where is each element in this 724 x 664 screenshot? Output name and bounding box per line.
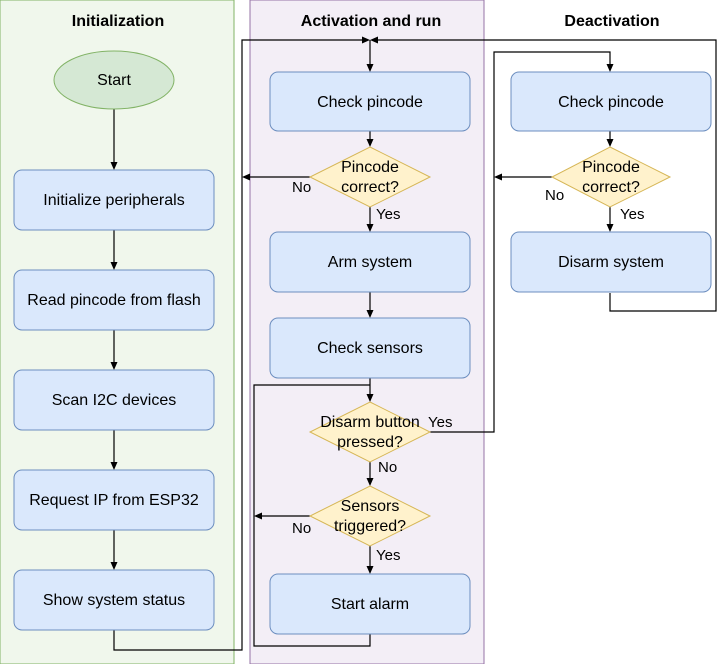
show-status-label: Show system status <box>43 592 185 609</box>
check-pincode-run-box: Check pincode <box>269 71 471 132</box>
disarm-system-box: Disarm system <box>510 231 712 293</box>
check-pincode-deact-box: Check pincode <box>510 71 712 132</box>
initialize-peripherals-box: Initialize peripherals <box>13 169 215 231</box>
sensors-triggered-decision: Sensors triggered? <box>308 485 432 547</box>
start-node: Start <box>53 50 175 110</box>
lane-initialization <box>0 0 235 664</box>
request-ip-label: Request IP from ESP32 <box>29 492 199 509</box>
edge-label-disarm-yes: Yes <box>428 414 452 431</box>
start-label: Start <box>97 72 131 89</box>
check-pincode-run-label: Check pincode <box>317 94 423 111</box>
connectors <box>110 36 717 651</box>
edge-label-pincode-deact-yes: Yes <box>620 206 644 223</box>
pincode-correct-deact-line2: correct? <box>582 179 640 196</box>
start-alarm-label: Start alarm <box>331 596 409 613</box>
pincode-correct-run-line2: correct? <box>341 179 399 196</box>
check-sensors-label: Check sensors <box>317 340 423 357</box>
arm-system-label: Arm system <box>328 254 412 271</box>
pincode-correct-deact-line1: Pincode <box>582 159 640 176</box>
request-ip-box: Request IP from ESP32 <box>13 469 215 531</box>
arm-system-box: Arm system <box>269 231 471 293</box>
sensors-triggered-line2: triggered? <box>334 518 406 535</box>
edge-label-pincode-deact-no: No <box>545 187 564 204</box>
pincode-correct-run-line1: Pincode <box>341 159 399 176</box>
lane-title-deactivation: Deactivation <box>564 13 659 30</box>
disarm-system-label: Disarm system <box>558 254 664 271</box>
edge-label-pincode-run-yes: Yes <box>376 206 400 223</box>
scan-i2c-box: Scan I2C devices <box>13 369 215 431</box>
check-sensors-box: Check sensors <box>269 317 471 379</box>
pincode-correct-run-decision: Pincode correct? <box>308 146 432 208</box>
lane-title-initialization: Initialization <box>72 13 164 30</box>
sensors-triggered-line1: Sensors <box>341 498 400 515</box>
edge-label-pincode-run-no: No <box>292 179 311 196</box>
edge-label-disarm-no: No <box>378 459 397 476</box>
show-status-box: Show system status <box>13 569 215 631</box>
read-pincode-label: Read pincode from flash <box>27 292 200 309</box>
disarm-pressed-line2: pressed? <box>337 434 403 451</box>
disarm-pressed-line1: Disarm button <box>320 414 420 431</box>
disarm-pressed-decision: Disarm button pressed? <box>308 401 432 463</box>
start-alarm-box: Start alarm <box>269 573 471 635</box>
scan-i2c-label: Scan I2C devices <box>52 392 177 409</box>
initialize-peripherals-label: Initialize peripherals <box>43 192 184 209</box>
edge-label-sensors-yes: Yes <box>376 547 400 564</box>
check-pincode-deact-label: Check pincode <box>558 94 664 111</box>
lane-title-activation-and-run: Activation and run <box>301 13 441 30</box>
edge-label-sensors-no: No <box>292 520 311 537</box>
read-pincode-box: Read pincode from flash <box>13 269 215 331</box>
pincode-correct-deact-decision: Pincode correct? <box>550 146 672 208</box>
